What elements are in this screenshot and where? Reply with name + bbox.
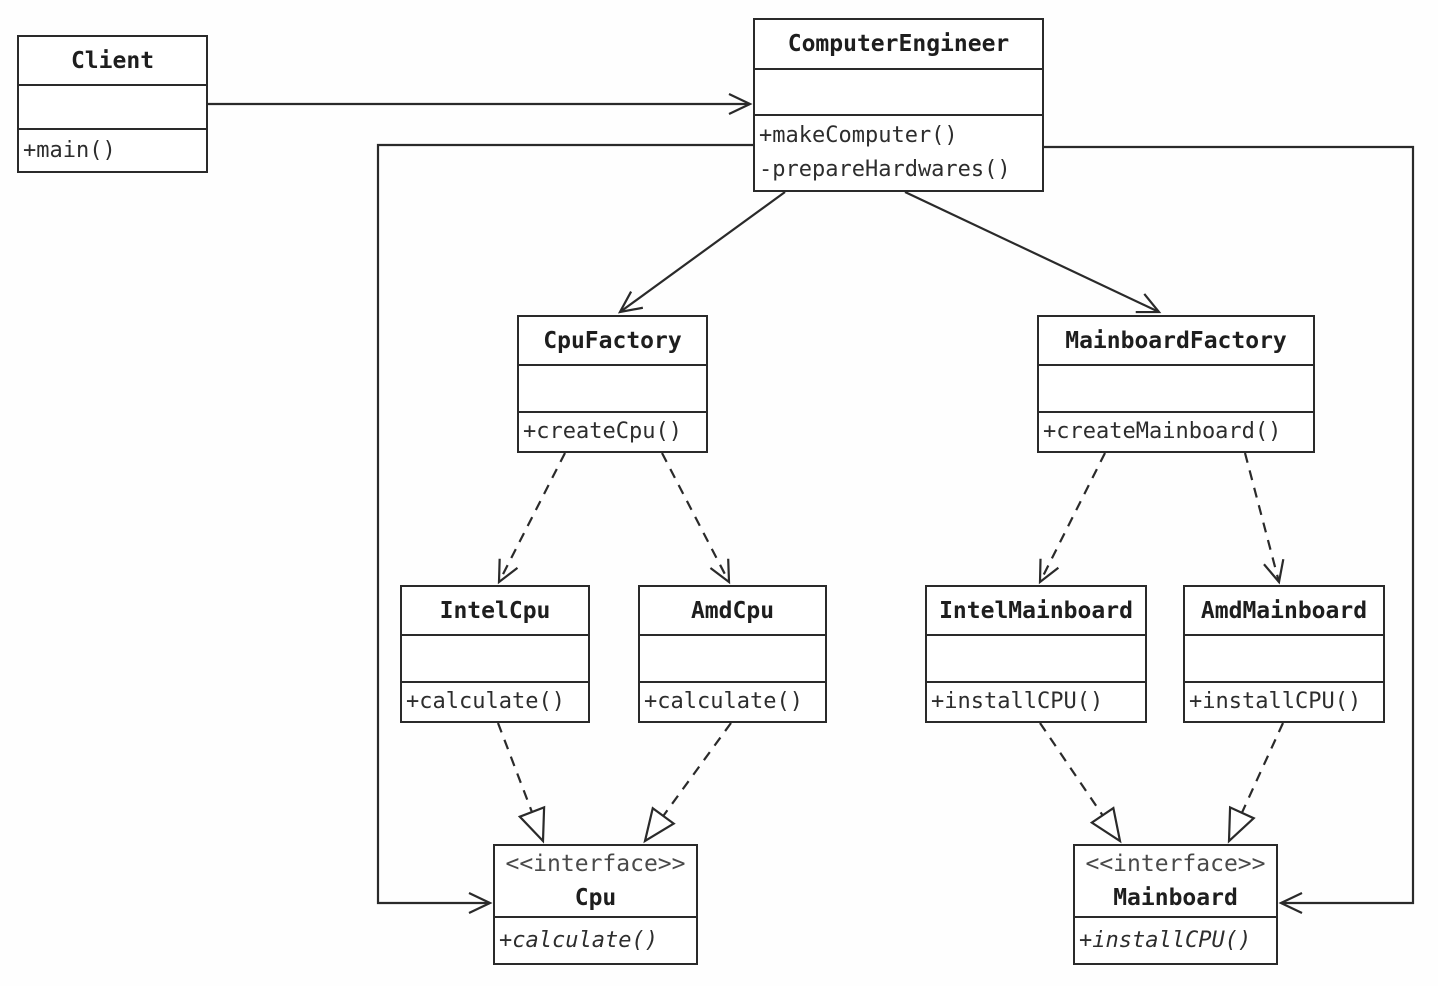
class-box-mainboard-factory: MainboardFactory +createMainboard()	[1037, 315, 1315, 453]
methods-compartment-intel-mainboard: +installCPU()	[927, 681, 1145, 721]
method-calculate-amd: +calculate()	[644, 689, 803, 714]
dependency-computerengineer-to-mainboardfactory	[904, 191, 1162, 314]
method-create-cpu: +createCpu()	[523, 419, 682, 444]
interface-title-mainboard: <<interface>> Mainboard	[1075, 846, 1276, 916]
class-box-intel-cpu: IntelCpu +calculate()	[400, 585, 590, 723]
method-install-cpu-intel: +installCPU()	[931, 689, 1104, 714]
realization-intelcpu-to-cpu-interface	[496, 722, 546, 844]
method-install-cpu-amd: +installCPU()	[1189, 689, 1362, 714]
association-computerengineer-to-mainboard-interface	[1044, 145, 1415, 914]
methods-compartment-mainboard-factory: +createMainboard()	[1039, 411, 1313, 451]
stereotype-interface-cpu: <<interface>>	[505, 851, 686, 877]
class-box-intel-mainboard: IntelMainboard +installCPU()	[925, 585, 1147, 723]
method-main: +main()	[23, 137, 116, 163]
dependency-computerengineer-to-cpufactory	[617, 191, 786, 314]
class-name-intel-mainboard: IntelMainboard	[939, 597, 1133, 624]
methods-compartment-cpu-factory: +createCpu()	[519, 411, 706, 451]
methods-compartment-intel-cpu: +calculate()	[402, 681, 588, 721]
attributes-compartment-intel-cpu	[402, 634, 588, 681]
methods-compartment-computer-engineer: +makeComputer() -prepareHardwares()	[755, 114, 1042, 190]
methods-compartment-cpu-interface: +calculate()	[495, 916, 696, 963]
interface-title-cpu: <<interface>> Cpu	[495, 846, 696, 916]
class-name-amd-cpu: AmdCpu	[690, 597, 775, 624]
class-box-computer-engineer: ComputerEngineer +makeComputer() -prepar…	[753, 18, 1044, 192]
interface-box-cpu: <<interface>> Cpu +calculate()	[493, 844, 698, 965]
method-calculate-intel: +calculate()	[406, 689, 565, 714]
realization-amdcpu-to-cpu-interface	[643, 722, 732, 844]
class-name-amd-mainboard: AmdMainboard	[1200, 597, 1368, 624]
realization-amdmainboard-to-mainboard-interface	[1227, 722, 1285, 844]
attributes-compartment-client	[19, 84, 206, 128]
attributes-compartment-cpu-factory	[519, 364, 706, 411]
dashed-dependency-mainboardfactory-to-amdmainboard	[1243, 452, 1285, 585]
method-create-mainboard: +createMainboard()	[1043, 419, 1282, 444]
interface-name-mainboard: Mainboard	[1113, 885, 1238, 911]
class-name-computer-engineer: ComputerEngineer	[787, 31, 1010, 57]
methods-compartment-amd-cpu: +calculate()	[640, 681, 825, 721]
methods-compartment-mainboard-interface: +installCPU()	[1075, 916, 1276, 963]
dashed-dependency-cpufactory-to-amdcpu	[661, 452, 731, 585]
class-box-amd-mainboard: AmdMainboard +installCPU()	[1183, 585, 1385, 723]
attributes-compartment-amd-cpu	[640, 634, 825, 681]
class-name-cpu-factory: CpuFactory	[543, 327, 682, 354]
association-computerengineer-to-cpu-interface	[376, 143, 753, 914]
attributes-compartment-computer-engineer	[755, 68, 1042, 114]
class-box-client: Client +main()	[17, 35, 208, 173]
method-install-cpu-interface: +installCPU()	[1079, 927, 1252, 953]
class-name-client: Client	[70, 47, 155, 74]
methods-compartment-amd-mainboard: +installCPU()	[1185, 681, 1383, 721]
method-make-computer: +makeComputer()	[759, 123, 958, 148]
class-name-mainboard-factory: MainboardFactory	[1065, 327, 1287, 354]
method-prepare-hardwares: -prepareHardwares()	[759, 157, 1011, 182]
interface-box-mainboard: <<interface>> Mainboard +installCPU()	[1073, 844, 1278, 965]
method-calculate-interface: +calculate()	[499, 927, 658, 953]
interface-name-cpu: Cpu	[574, 885, 617, 911]
class-box-amd-cpu: AmdCpu +calculate()	[638, 585, 827, 723]
class-box-cpu-factory: CpuFactory +createCpu()	[517, 315, 708, 453]
dashed-dependency-cpufactory-to-intelcpu	[497, 452, 566, 585]
class-name-intel-cpu: IntelCpu	[439, 597, 551, 624]
attributes-compartment-amd-mainboard	[1185, 634, 1383, 681]
stereotype-interface-mainboard: <<interface>>	[1085, 851, 1266, 877]
attributes-compartment-mainboard-factory	[1039, 364, 1313, 411]
methods-compartment-client: +main()	[19, 128, 206, 171]
attributes-compartment-intel-mainboard	[927, 634, 1145, 681]
dashed-dependency-mainboardfactory-to-intelmainboard	[1038, 452, 1106, 585]
realization-intelmainboard-to-mainboard-interface	[1039, 722, 1122, 844]
